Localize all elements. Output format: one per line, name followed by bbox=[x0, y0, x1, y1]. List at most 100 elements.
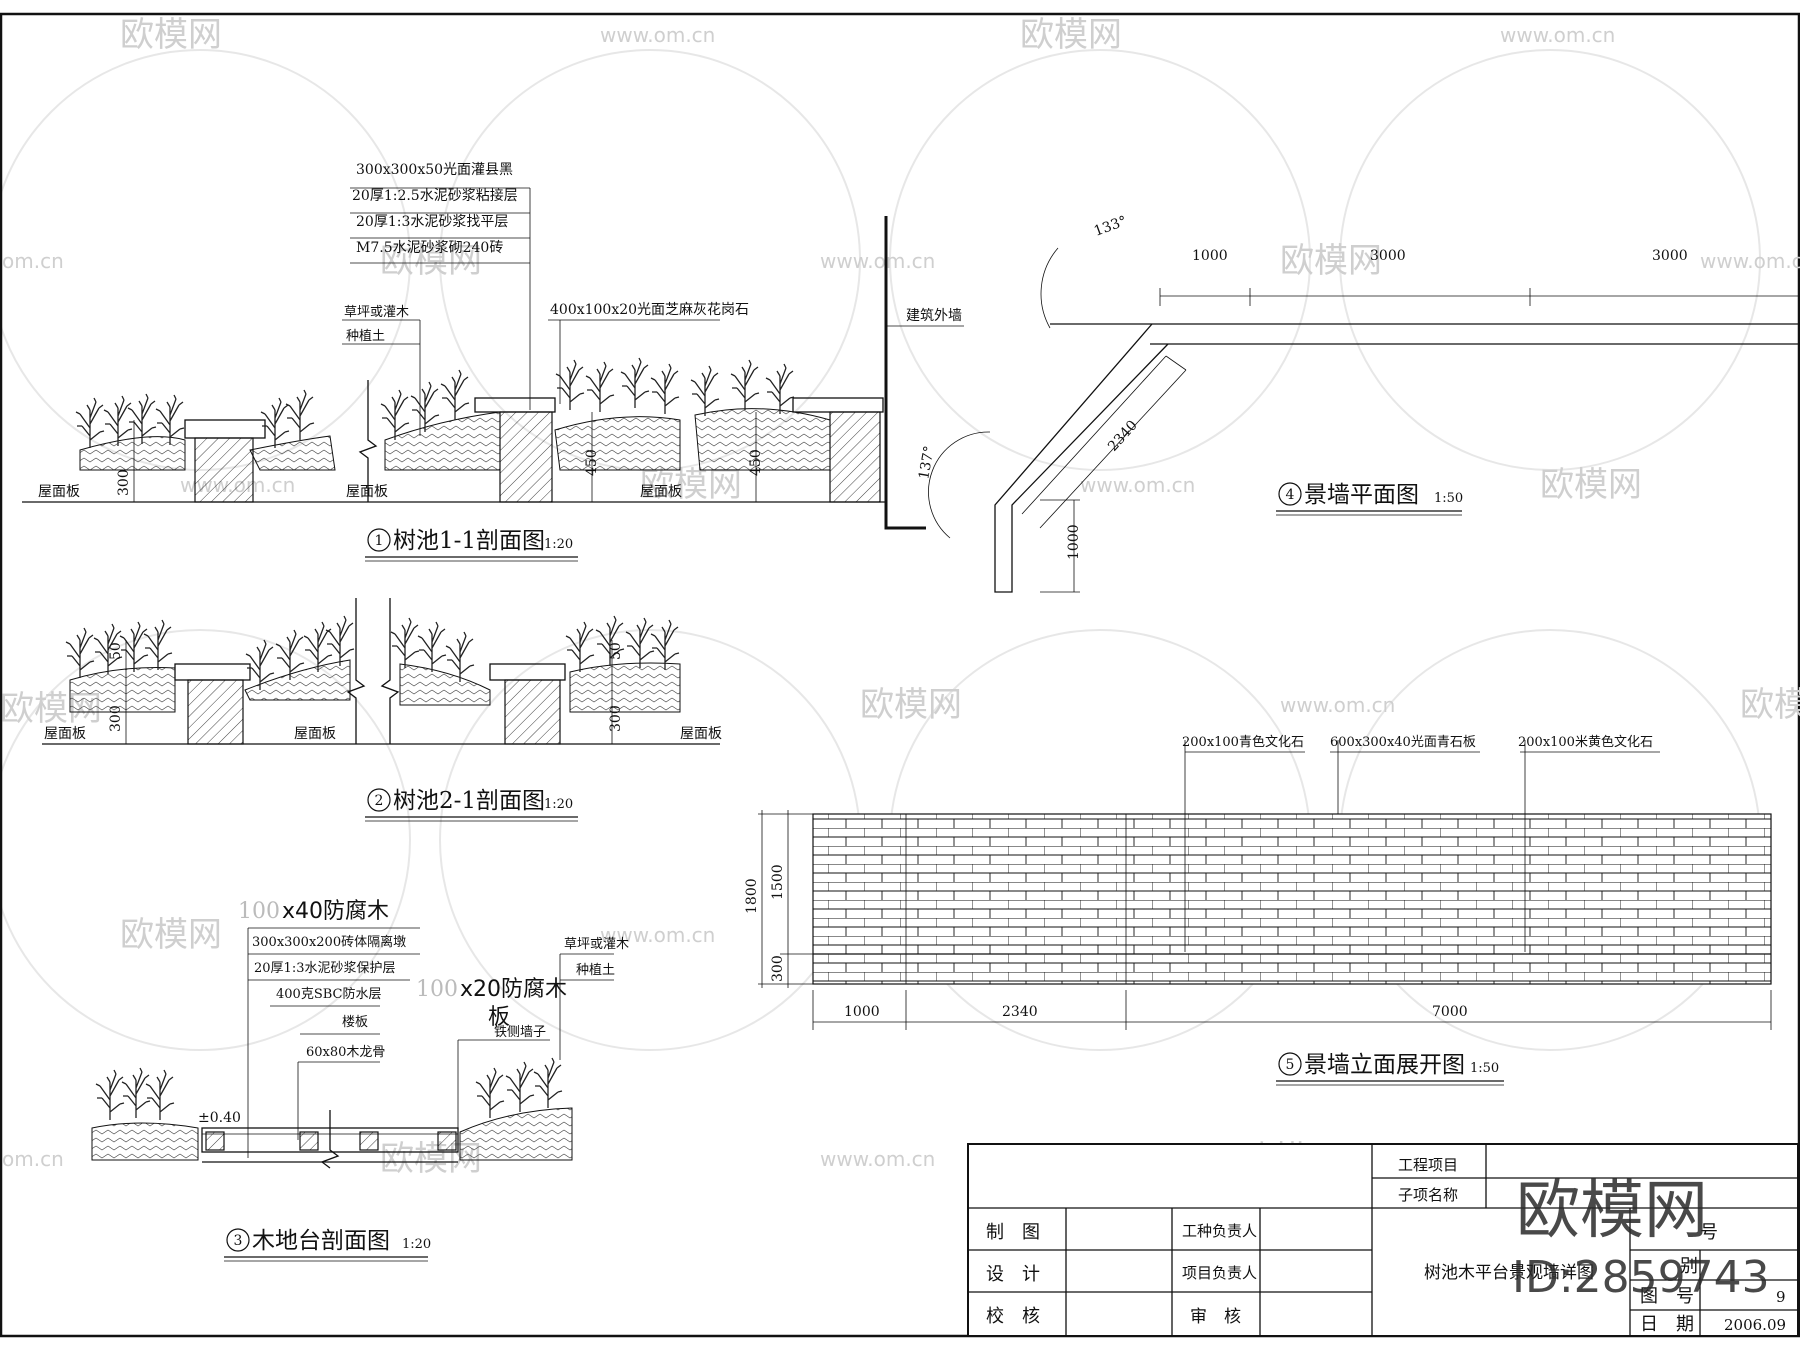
section3-head1: x40防腐木 bbox=[282, 899, 389, 924]
tb-sheet-no: 9 bbox=[1776, 1288, 1786, 1306]
tb-date-label: 日 期 bbox=[1640, 1314, 1694, 1335]
section1-roof: 屋面板 bbox=[640, 484, 682, 500]
tb-trade-lead: 工种负责人 bbox=[1182, 1222, 1257, 1240]
section3-callout: 楼板 bbox=[342, 1015, 368, 1030]
section3-head1-gray: 100 bbox=[238, 899, 280, 924]
section2-dim: 300 bbox=[608, 705, 624, 732]
brand-watermark: 欧模网 ID:2859743 bbox=[1512, 1174, 1770, 1303]
section1-soil: 种植土 bbox=[346, 329, 385, 344]
section1-scale: 1:20 bbox=[544, 537, 573, 552]
section1-callout: 20厚1:3水泥砂浆找平层 bbox=[356, 214, 508, 230]
title-block: 工程项目 子项名称 制 图 设 计 校 核 工种负责人 项目负责人 审 核 树池… bbox=[967, 1143, 1799, 1337]
watermark-site: www.om.cn bbox=[1280, 693, 1395, 717]
section4-title: 景墙平面图 bbox=[1304, 482, 1419, 508]
section1-number: 1 bbox=[375, 533, 384, 549]
watermark-id: ID:2859743 bbox=[1512, 1252, 1770, 1303]
section1-callout: 300x300x50光面灌县黑 bbox=[356, 162, 513, 178]
wall-elevation-bricks bbox=[812, 813, 1772, 985]
tb-drawing-name: 树池木平台景观墙详图 bbox=[1424, 1263, 1594, 1283]
tb-review: 审 核 bbox=[1190, 1307, 1241, 1327]
section1-callout: 20厚1:2.5水泥砂浆粘接层 bbox=[352, 187, 518, 204]
watermark-site: www.om.cn bbox=[1500, 23, 1615, 47]
section2-title: 树池2-1剖面图 bbox=[393, 788, 545, 814]
section1-callout: M7.5水泥砂浆砌240砖 bbox=[356, 240, 503, 256]
section5-callout: 200x100青色文化石 bbox=[1182, 734, 1304, 750]
section4-angle: 137° bbox=[916, 445, 938, 481]
section5-vdim: 1500 bbox=[770, 864, 786, 900]
section4-dim: 2340 bbox=[1105, 417, 1141, 454]
section3-callout: 400克SBC防水层 bbox=[276, 986, 381, 1002]
tb-subitem-label: 子项名称 bbox=[1398, 1186, 1458, 1204]
section3-right-callout: 铁侧墙子 bbox=[494, 1025, 546, 1040]
tb-no-label: 号 bbox=[1700, 1222, 1718, 1243]
section3-callout: 20厚1:3水泥砂浆保护层 bbox=[254, 961, 395, 976]
section3-level: ±0.40 bbox=[198, 1110, 241, 1126]
section5-vdim: 1800 bbox=[744, 878, 760, 914]
section4-dim: 1000 bbox=[1192, 248, 1228, 264]
section4-angle: 133° bbox=[1092, 213, 1129, 240]
section3-lawn: 草坪或灌木 bbox=[564, 937, 629, 952]
section5-hdim: 2340 bbox=[1002, 1004, 1038, 1020]
section1-dim: 450 bbox=[748, 449, 764, 476]
section3-head2-line2: 板 bbox=[488, 1005, 510, 1030]
watermark-site: www.om.cn bbox=[1700, 249, 1800, 273]
section2-scale: 1:20 bbox=[544, 797, 573, 812]
section5-callout: 200x100米黄色文化石 bbox=[1518, 734, 1653, 750]
watermark-brand: 欧模网 bbox=[1020, 15, 1122, 55]
section2-dim: 300 bbox=[108, 705, 124, 732]
watermark-site: www.om.cn bbox=[820, 249, 935, 273]
tb-type-label: 别 bbox=[1680, 1256, 1698, 1277]
section3-scale: 1:20 bbox=[402, 1237, 431, 1252]
section1-title: 树池1-1剖面图 bbox=[393, 528, 545, 554]
section1-lawn: 草坪或灌木 bbox=[344, 305, 409, 320]
section3-callout: 60x80木龙骨 bbox=[306, 1045, 385, 1060]
section1-granite: 400x100x20光面芝麻灰花岗石 bbox=[550, 302, 749, 318]
watermark-site: www.om.cn bbox=[1080, 473, 1195, 497]
section-3-wood-deck: 100 x40防腐木 300x300x200砖体隔离墩 20厚1:3水泥砂浆保护… bbox=[91, 899, 629, 1262]
section2-roof: 屋面板 bbox=[680, 726, 722, 742]
section5-hdim: 7000 bbox=[1432, 1004, 1468, 1020]
section5-callout: 600x300x40光面青石板 bbox=[1330, 735, 1476, 750]
section4-dim: 3000 bbox=[1370, 248, 1406, 264]
section5-vdim: 300 bbox=[770, 955, 786, 982]
section5-scale: 1:50 bbox=[1470, 1061, 1499, 1076]
watermark-brand: 欧模网 bbox=[1280, 241, 1382, 281]
tb-sheet-label: 图 号 bbox=[1640, 1286, 1694, 1307]
watermark-brand: 欧模网 bbox=[860, 685, 962, 725]
watermark-brand: 欧模网 bbox=[1540, 465, 1642, 505]
tb-project-lead: 项目负责人 bbox=[1182, 1264, 1257, 1282]
section1-roof: 屋面板 bbox=[38, 484, 80, 500]
section3-number: 3 bbox=[234, 1233, 243, 1249]
section3-title: 木地台剖面图 bbox=[252, 1228, 390, 1254]
section4-number: 4 bbox=[1286, 487, 1295, 503]
section2-dim: 50 bbox=[108, 642, 124, 660]
section3-head2-gray: 100 bbox=[416, 977, 458, 1002]
section5-number: 5 bbox=[1286, 1057, 1295, 1073]
section4-dim: 1000 bbox=[1066, 524, 1082, 560]
watermark-brand: 欧模网 bbox=[120, 915, 222, 955]
section2-roof: 屋面板 bbox=[44, 726, 86, 742]
section2-number: 2 bbox=[375, 793, 384, 809]
section-1-tree-pit: 300 450 450 300x300x50光面灌县黑 20厚1:2.5水泥砂浆… bbox=[22, 162, 964, 562]
section5-hdim: 1000 bbox=[844, 1004, 880, 1020]
section1-dim: 450 bbox=[584, 449, 600, 476]
section-5-wall-elevation: 200x100青色文化石 600x300x40光面青石板 200x100米黄色文… bbox=[744, 734, 1772, 1086]
section2-dim: 50 bbox=[608, 642, 624, 660]
section3-head2: x20防腐木 bbox=[460, 977, 567, 1002]
watermark-text-layer: 欧模网 www.om.cn 欧模网 www.om.cn om.cn 欧模网 ww… bbox=[0, 15, 1800, 1179]
watermark-site-short: om.cn bbox=[2, 1147, 64, 1171]
watermark-brand: 欧模网 bbox=[640, 465, 742, 505]
watermark-brand: 欧模网 bbox=[1740, 685, 1800, 725]
section-2-tree-pit: 50 300 50 300 屋面板 屋面板 屋面板 2 树池2-1剖面图 1:2… bbox=[42, 598, 722, 822]
sheet-border bbox=[0, 12, 1800, 1338]
watermark-site-short: om.cn bbox=[2, 249, 64, 273]
section1-roof: 屋面板 bbox=[346, 484, 388, 500]
watermark-site: www.om.cn bbox=[820, 1147, 935, 1171]
watermark-site: www.om.cn bbox=[600, 23, 715, 47]
watermark-brand-large: 欧模网 bbox=[1516, 1174, 1708, 1248]
tb-design: 设 计 bbox=[986, 1264, 1040, 1285]
section2-roof: 屋面板 bbox=[294, 726, 336, 742]
section-4-wall-plan: 1000 3000 3000 2340 1000 133° 137° 4 景墙平… bbox=[916, 213, 1800, 593]
tb-draw: 制 图 bbox=[986, 1222, 1040, 1243]
